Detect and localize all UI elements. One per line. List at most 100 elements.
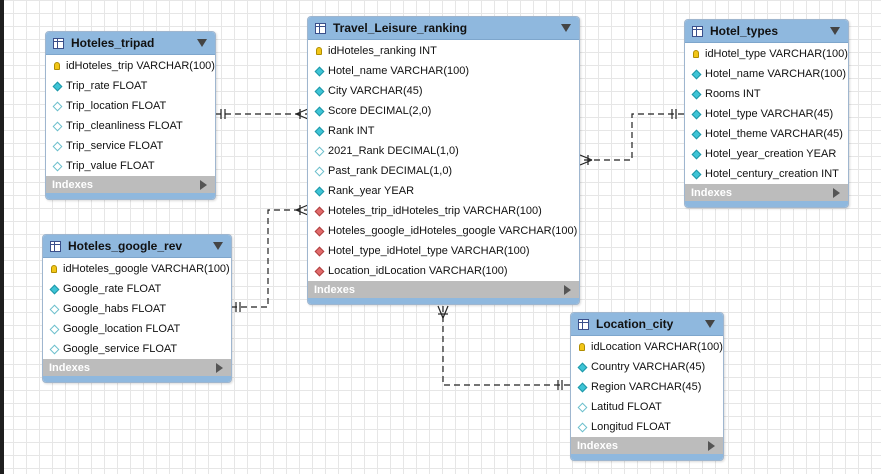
hollow-diamond-icon	[47, 344, 61, 354]
column-row[interactable]: Location_idLocation VARCHAR(100)	[308, 261, 579, 281]
column-row[interactable]: Past_rank DECIMAL(1,0)	[308, 161, 579, 181]
expand-arrow-icon[interactable]	[216, 362, 223, 373]
column-row[interactable]: Rooms INT	[685, 84, 848, 104]
filled-diamond-icon	[689, 169, 703, 179]
table-title: Hoteles_tripad	[71, 36, 155, 50]
column-row[interactable]: Google_rate FLOAT	[43, 279, 231, 299]
column-text: Hotel_century_creation INT	[705, 168, 839, 180]
column-text: Trip_value FLOAT	[66, 160, 155, 172]
indexes-label: Indexes	[49, 361, 90, 374]
column-text: Rooms INT	[705, 88, 761, 100]
table-header[interactable]: Travel_Leisure_ranking	[308, 17, 579, 40]
column-row[interactable]: Google_location FLOAT	[43, 319, 231, 339]
filled-diamond-icon	[312, 86, 326, 96]
column-row[interactable]: Google_habs FLOAT	[43, 299, 231, 319]
fk-diamond-icon	[312, 206, 326, 216]
indexes-section[interactable]: Indexes	[46, 176, 215, 193]
column-row[interactable]: Hoteles_trip_idHoteles_trip VARCHAR(100)	[308, 201, 579, 221]
column-row[interactable]: Rank_year YEAR	[308, 181, 579, 201]
relationship-type-ranking[interactable]	[579, 109, 684, 166]
column-row[interactable]: City VARCHAR(45)	[308, 81, 579, 101]
column-row[interactable]: Trip_location FLOAT	[46, 96, 215, 116]
column-text: Hotel_type_idHotel_type VARCHAR(100)	[328, 245, 530, 257]
column-row[interactable]: Trip_service FLOAT	[46, 136, 215, 156]
column-row[interactable]: Hoteles_google_idHoteles_google VARCHAR(…	[308, 221, 579, 241]
filled-diamond-icon	[689, 69, 703, 79]
table-header[interactable]: Location_city	[571, 313, 723, 336]
table-header[interactable]: Hoteles_google_rev	[43, 235, 231, 258]
column-row[interactable]: idHoteles_ranking INT	[308, 41, 579, 61]
expand-arrow-icon[interactable]	[564, 284, 571, 295]
column-row[interactable]: idHoteles_trip VARCHAR(100)	[46, 56, 215, 76]
column-text: 2021_Rank DECIMAL(1,0)	[328, 145, 459, 157]
table-footer	[43, 376, 231, 382]
expand-arrow-icon[interactable]	[200, 179, 207, 190]
filled-diamond-icon	[312, 66, 326, 76]
column-list: idHoteles_google VARCHAR(100) Google_rate…	[43, 258, 231, 359]
collapse-caret-icon[interactable]	[197, 39, 207, 47]
table-footer	[685, 201, 848, 207]
column-row[interactable]: Country VARCHAR(45)	[571, 357, 723, 377]
column-text: Country VARCHAR(45)	[591, 361, 706, 373]
column-row[interactable]: Hotel_type_idHotel_type VARCHAR(100)	[308, 241, 579, 261]
column-row[interactable]: Hotel_century_creation INT	[685, 164, 848, 184]
indexes-section[interactable]: Indexes	[308, 281, 579, 298]
relationship-google-ranking[interactable]	[231, 204, 309, 312]
table-hoteles_tripad[interactable]: Hoteles_tripad idHoteles_trip VARCHAR(100…	[45, 31, 216, 200]
column-row[interactable]: Hotel_year_creation YEAR	[685, 144, 848, 164]
collapse-caret-icon[interactable]	[705, 320, 715, 328]
column-text: Past_rank DECIMAL(1,0)	[328, 165, 453, 177]
relationship-trip-ranking[interactable]	[215, 108, 309, 120]
filled-diamond-icon	[689, 89, 703, 99]
collapse-caret-icon[interactable]	[213, 242, 223, 250]
indexes-section[interactable]: Indexes	[571, 437, 723, 454]
column-row[interactable]: Latitud FLOAT	[571, 397, 723, 417]
column-row[interactable]: idHoteles_google VARCHAR(100)	[43, 259, 231, 279]
expand-arrow-icon[interactable]	[708, 440, 715, 451]
hollow-diamond-icon	[47, 304, 61, 314]
key-icon	[312, 47, 326, 55]
table-footer	[571, 454, 723, 460]
column-text: Google_rate FLOAT	[63, 283, 162, 295]
column-row[interactable]: Google_service FLOAT	[43, 339, 231, 359]
filled-diamond-icon	[575, 382, 589, 392]
hollow-diamond-icon	[575, 422, 589, 432]
column-row[interactable]: Rank INT	[308, 121, 579, 141]
column-text: Trip_cleanliness FLOAT	[66, 120, 183, 132]
column-row[interactable]: Hotel_name VARCHAR(100)	[685, 64, 848, 84]
column-row[interactable]: Region VARCHAR(45)	[571, 377, 723, 397]
collapse-caret-icon[interactable]	[830, 27, 840, 35]
column-row[interactable]: Hotel_type VARCHAR(45)	[685, 104, 848, 124]
column-row[interactable]: idLocation VARCHAR(100)	[571, 337, 723, 357]
column-text: Rank_year YEAR	[328, 185, 415, 197]
column-row[interactable]: Trip_rate FLOAT	[46, 76, 215, 96]
relationship-location-ranking[interactable]	[437, 305, 570, 390]
table-header[interactable]: Hotel_types	[685, 20, 848, 43]
hollow-diamond-icon	[50, 121, 64, 131]
indexes-section[interactable]: Indexes	[43, 359, 231, 376]
hollow-diamond-icon	[50, 101, 64, 111]
column-row[interactable]: Trip_cleanliness FLOAT	[46, 116, 215, 136]
column-row[interactable]: idHotel_type VARCHAR(100)	[685, 44, 848, 64]
collapse-caret-icon[interactable]	[561, 24, 571, 32]
indexes-section[interactable]: Indexes	[685, 184, 848, 201]
column-row[interactable]: 2021_Rank DECIMAL(1,0)	[308, 141, 579, 161]
fk-diamond-icon	[312, 226, 326, 236]
expand-arrow-icon[interactable]	[833, 187, 840, 198]
column-row[interactable]: Trip_value FLOAT	[46, 156, 215, 176]
table-header[interactable]: Hoteles_tripad	[46, 32, 215, 55]
column-text: Google_location FLOAT	[63, 323, 181, 335]
column-row[interactable]: Hotel_name VARCHAR(100)	[308, 61, 579, 81]
column-row[interactable]: Longitud FLOAT	[571, 417, 723, 437]
table-hoteles_google_rev[interactable]: Hoteles_google_rev idHoteles_google VARCH…	[42, 234, 232, 383]
column-row[interactable]: Hotel_theme VARCHAR(45)	[685, 124, 848, 144]
column-row[interactable]: Score DECIMAL(2,0)	[308, 101, 579, 121]
filled-diamond-icon	[312, 186, 326, 196]
table-footer	[308, 298, 579, 304]
table-title: Hoteles_google_rev	[68, 239, 183, 253]
column-text: Hoteles_google_idHoteles_google VARCHAR(…	[328, 225, 578, 237]
